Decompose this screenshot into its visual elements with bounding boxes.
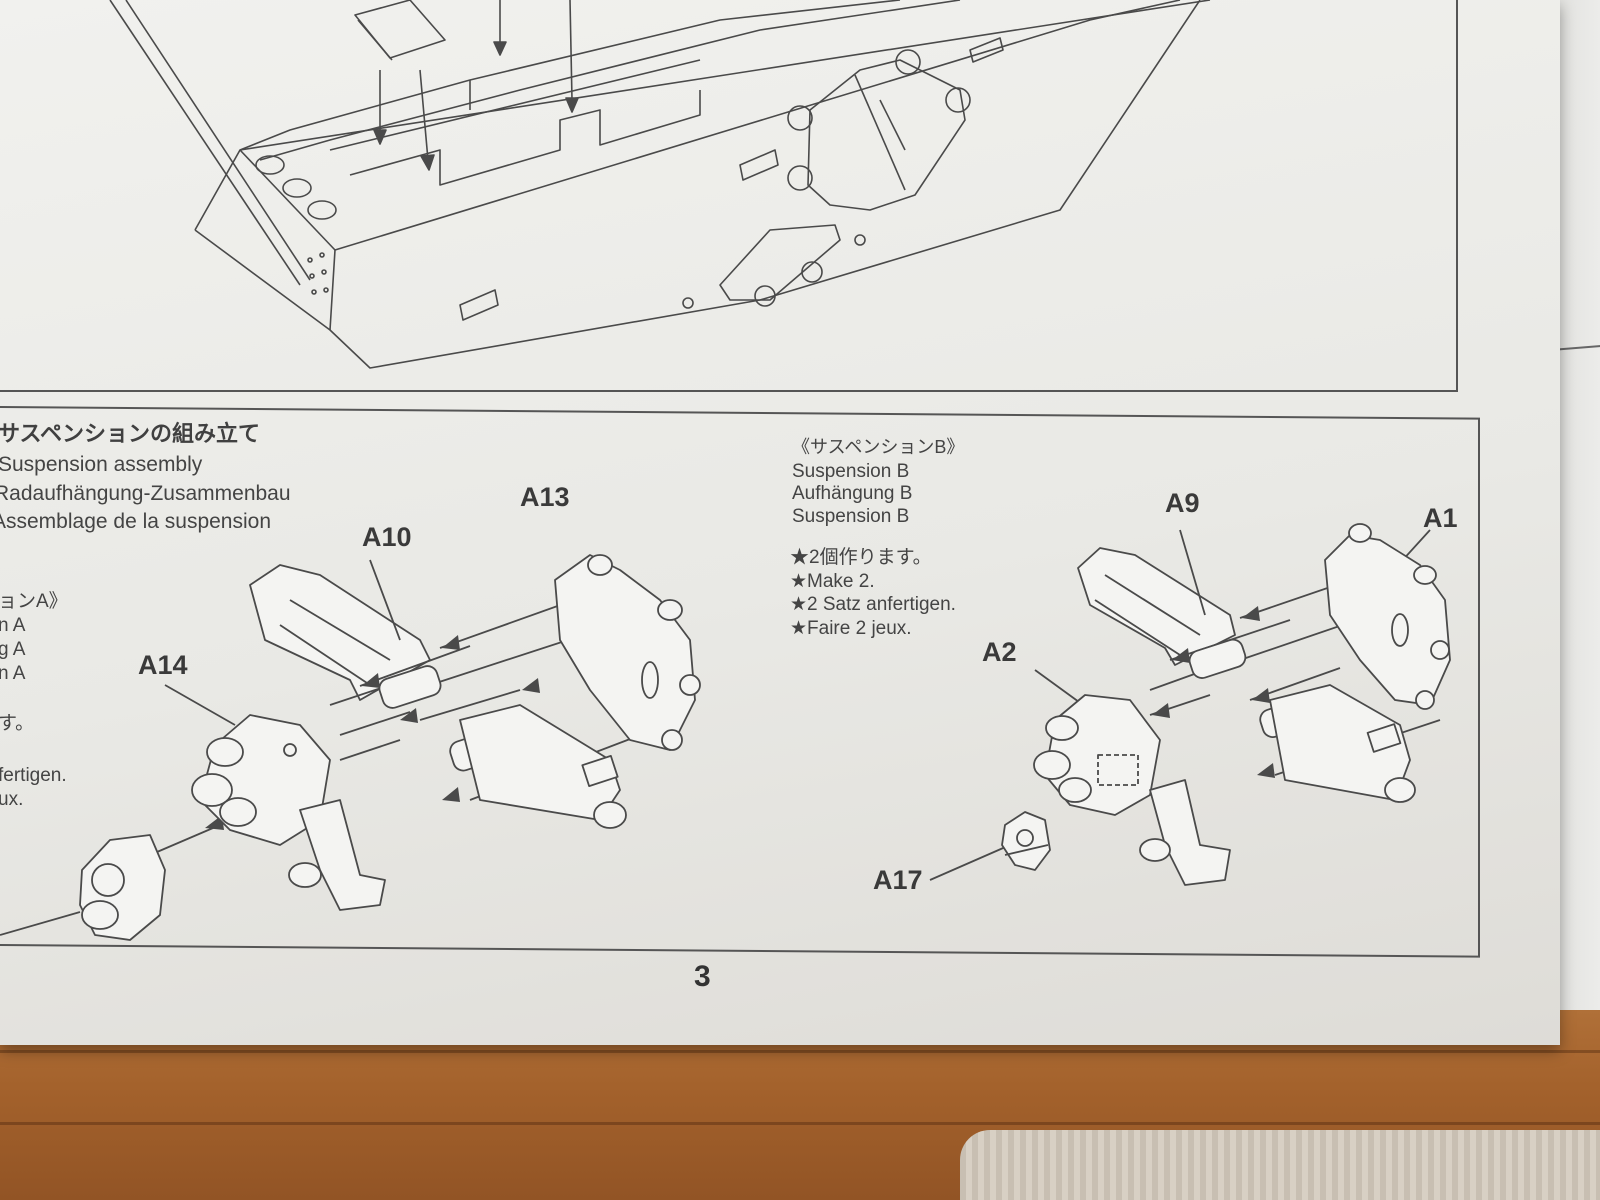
suspension-a-label-ja: ョンA》 [0, 591, 68, 612]
section-title-ja: サスペンションの組み立て [0, 421, 261, 446]
suspension-b-label-ja: 《サスペンションB》 [792, 437, 965, 457]
part-label-a1: A1 [1423, 503, 1458, 533]
suspension-b-label-en: Suspension B [792, 461, 910, 482]
page-number: 3 [694, 960, 711, 993]
suspension-b-note-fr: ★Faire 2 jeux. [790, 618, 912, 639]
suspension-b-note-en: ★Make 2. [790, 571, 875, 592]
part-label-a9: A9 [1165, 488, 1200, 518]
hull-step-panel [0, 0, 1458, 392]
suspension-a-label-en: n A [0, 615, 26, 636]
section-title-fr: Assemblage de la suspension [0, 510, 272, 533]
part-label-a13: A13 [520, 482, 570, 512]
suspension-b-note-de: ★2 Satz anfertigen. [790, 594, 956, 615]
suspension-a-note-ja: す。 [0, 713, 35, 734]
part-label-a2: A2 [982, 637, 1017, 667]
suspension-b-note-ja: ★2個作ります。 [790, 547, 932, 568]
suspension-a-note-fr: ux. [0, 789, 24, 810]
part-label-a10: A10 [362, 522, 412, 552]
suspension-a-label-de: g A [0, 639, 26, 660]
section-title-de: Radaufhängung-Zusammenbau [0, 482, 291, 505]
part-label-a17: A17 [873, 865, 923, 895]
suspension-b-label-de: Aufhängung B [792, 483, 913, 504]
hull-drawing [109, 0, 1211, 369]
carpet [960, 1130, 1600, 1200]
suspension-a-label-fr: n A [0, 663, 26, 684]
suspension-a-drawing [0, 554, 701, 941]
floor-plank-line [0, 1050, 1600, 1053]
floor-plank-line [0, 1122, 1600, 1125]
suspension-b-label-fr: Suspension B [792, 506, 910, 527]
instruction-page: サスペンションの組み立て Suspension assembly Radaufh… [0, 0, 1560, 1045]
part-label-a14: A14 [138, 650, 188, 680]
section-title-en: Suspension assembly [0, 453, 203, 476]
suspension-a-note-de: fertigen. [0, 765, 67, 786]
suspension-b-drawing [929, 523, 1451, 886]
